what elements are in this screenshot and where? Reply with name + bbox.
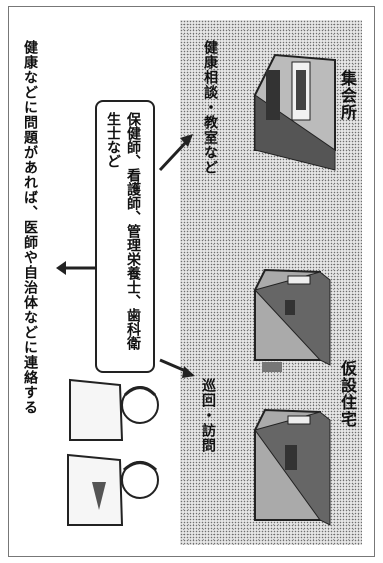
temp-housing-building-2 [254,408,331,526]
arrow-to-temp-housing [159,358,195,378]
community-hall-label: 集会所 [338,70,357,121]
health-worker-figure-2 [67,453,159,526]
temp-housing-building-1 [254,268,331,372]
patrol-visit-label: 巡回・訪問 [200,378,216,453]
diagram-frame [8,6,375,557]
community-hall-building [254,53,336,171]
health-worker-figure-1 [69,378,159,441]
health-consultation-label: 健康相談・教室など [202,40,218,175]
arrow-to-contact [56,261,95,275]
arrow-to-community-hall [158,134,193,172]
contact-note-text: 健康などに問題があれば、医師や自治体などに連絡する [22,40,38,415]
professionals-text: 保健師、看護師、管理栄養士、歯科衛生士など [105,112,141,350]
professionals-speech-bubble: 保健師、看護師、管理栄養士、歯科衛生士など [95,100,155,373]
temporary-housing-label: 仮設住宅 [338,360,357,428]
